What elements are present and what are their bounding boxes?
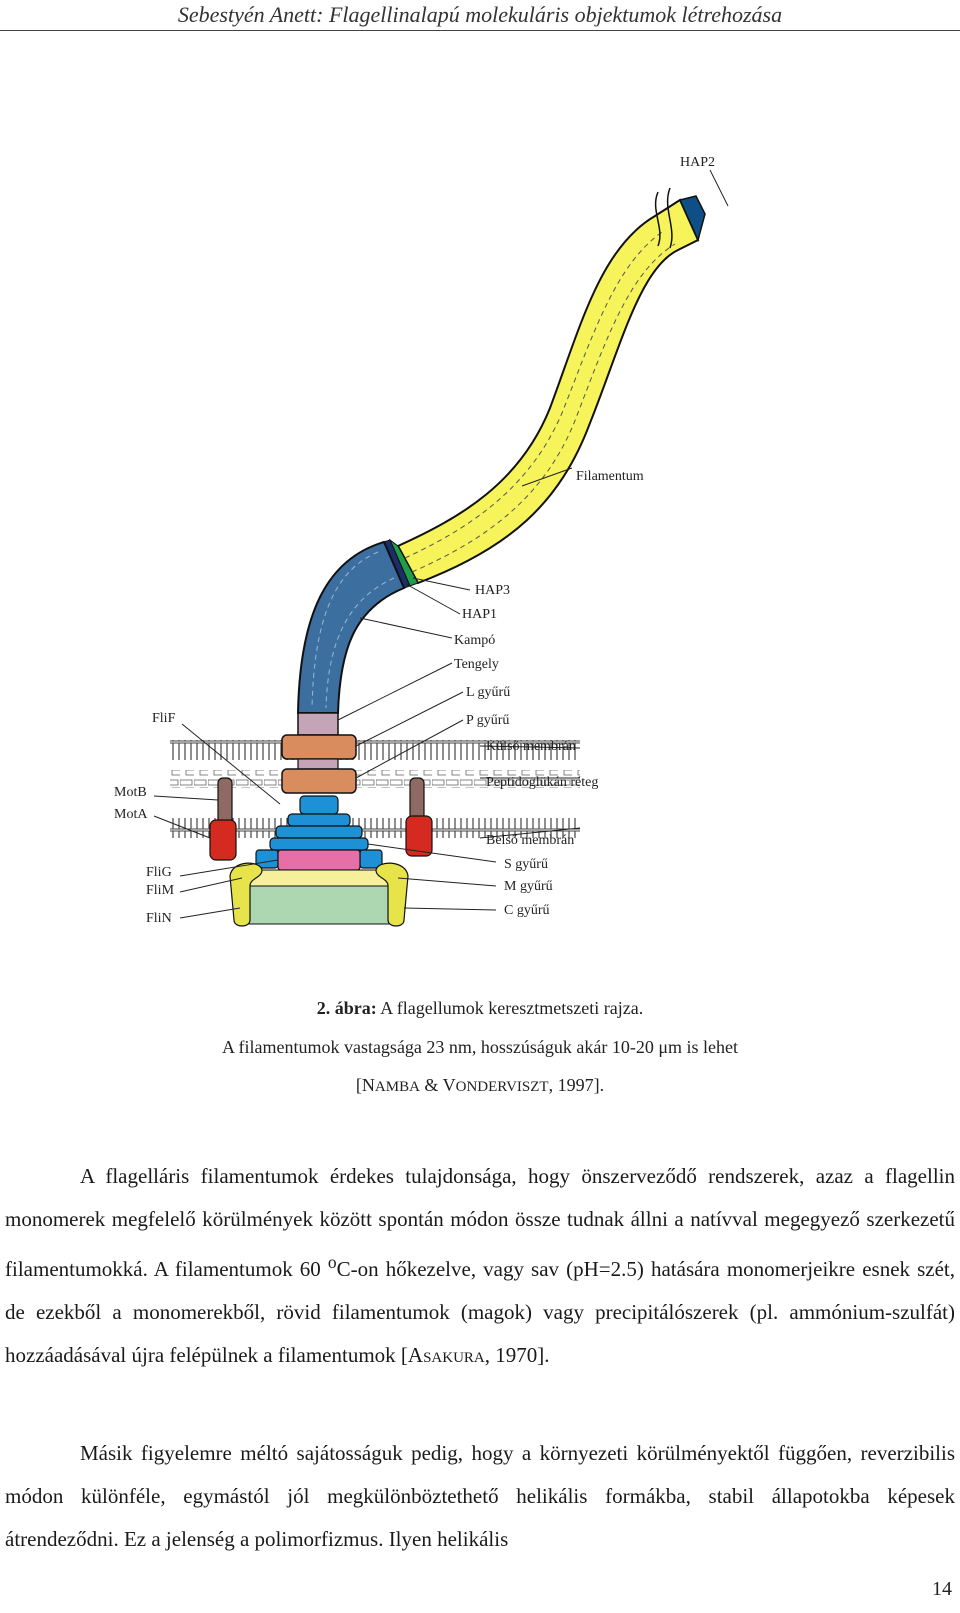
label-rod: Tengely [454,657,499,672]
figure-caption-title: 2. ábra: A flagellumok keresztmetszeti r… [0,998,960,1019]
l-ring-shape [281,734,357,760]
rod-shape [297,712,339,736]
paragraph-1-part-1: A flagelláris filamentumok érdekes tulaj… [5,1164,955,1281]
label-s-ring: S gyűrű [504,857,548,872]
label-p-ring: P gyűrű [466,713,509,728]
inner-membrane [170,818,580,838]
citation-mid: & V [419,1075,456,1095]
label-inner-membrane: Belső membrán [486,833,574,848]
c-ring-lobe-right [375,862,409,927]
label-m-ring: M gyűrű [504,879,553,894]
mota-right [405,815,433,857]
body-paragraph-2: Másik figyelemre méltó sajátosságuk pedi… [5,1441,955,1551]
body-paragraph-1: A flagelláris filamentumok érdekes tulaj… [5,1155,955,1380]
paragraph-1-part-3: , 1970]. [484,1343,550,1367]
label-flif: FliF [152,711,176,726]
hap2-cap [678,195,706,243]
figure-caption-label: 2. ábra: [316,998,377,1018]
label-flig: FliG [146,865,172,880]
citation-close: , 1997]. [548,1075,605,1095]
label-mota: MotA [114,807,148,822]
paragraph-1-part-2: C-on hőkezelve, vagy sav (pH=2.5) hatásá… [5,1257,955,1367]
flim-shape [239,869,399,887]
citation-author-2: ONDERVISZT [455,1079,549,1095]
peptidoglycan-layer [170,770,580,788]
p-ring-shape [281,768,357,794]
label-peptidoglycan: Peptidoglükán réteg [486,775,598,790]
filament-shape [396,198,700,585]
degree-superscript: o [327,1252,337,1272]
paragraph-1-citation-author: SAKURA [423,1350,485,1366]
label-flin: FliN [146,911,172,926]
citation-open: [N [355,1075,375,1095]
page-number: 14 [932,1578,952,1600]
flin-shape [239,885,399,925]
label-outer-membrane: Külső membrán [486,739,576,754]
figure-caption-text: A flagellumok keresztmetszeti rajza. [376,998,644,1018]
flagellum-figure: HAP2 Filamentum HAP3 HAP1 Kampó Tengely … [110,148,760,958]
label-c-ring: C gyűrű [504,903,550,918]
citation-author-1: AMBA [374,1079,420,1095]
mota-left [209,819,237,861]
label-motb: MotB [114,785,147,800]
label-hook: Kampó [454,633,495,648]
label-filament: Filamentum [576,469,644,484]
flig-shape [277,849,361,871]
running-header: Sebestyén Anett: Flagellinalapú molekulá… [177,2,783,27]
label-hap1: HAP1 [462,607,497,622]
label-hap2: HAP2 [680,155,715,170]
label-flim: FliM [146,883,175,898]
outer-membrane [170,740,580,760]
label-l-ring: L gyűrű [466,685,510,700]
hook-shape [296,540,406,714]
ms-ring-top [299,795,339,815]
figure-caption-citation: [NAMBA & VONDERVISZT, 1997]. [0,1075,960,1096]
header-rule [0,30,960,31]
label-hap3: HAP3 [475,583,510,598]
figure-caption-line-2: A filamentumok vastagsága 23 nm, hosszús… [221,1037,739,1057]
